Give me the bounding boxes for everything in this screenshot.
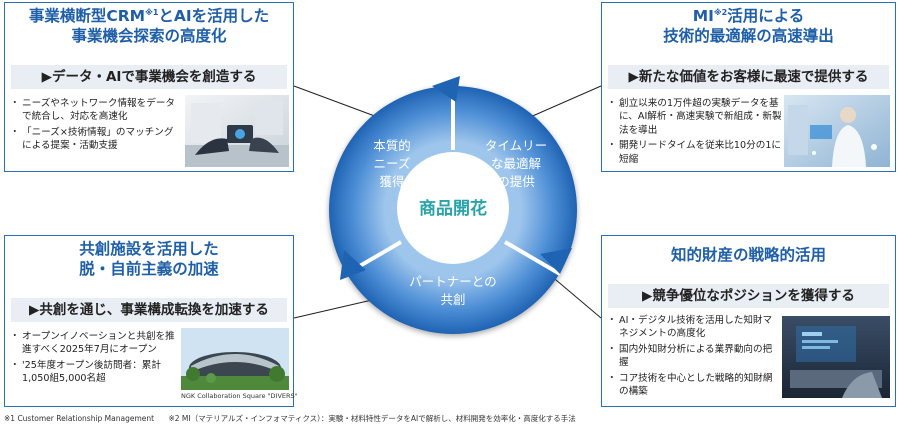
segment-label-right: の提供	[497, 174, 535, 189]
panel-mi: MI※2活用による 技術的最適解の高速導出 ▶新たな価値をお客様に最速で提供する…	[601, 2, 896, 172]
cycle-arrow-icon	[340, 250, 366, 280]
segment-label-left: 本質的	[373, 138, 411, 153]
cycle-arrow-icon	[432, 76, 460, 102]
connector-line	[293, 299, 373, 319]
segment-label-right: タイムリー	[485, 138, 547, 153]
segment-label-left: 獲得	[379, 174, 404, 189]
title-text: 脱・自前主義の加速	[79, 259, 219, 278]
list-item: 創立以来の1万件超の実験データを基に、AI解析・高速実験で新組成・新製法を導出	[607, 97, 782, 137]
subheading: ▶競争優位なポジションを獲得する	[608, 284, 889, 308]
subheading: ▶共創を通じ、事業構成転換を加速する	[11, 298, 287, 322]
title-text: とAIを活用した	[158, 7, 270, 25]
subheading: ▶データ・AIで事業機会を創造する	[11, 65, 287, 89]
title-text: 事業横断型CRM	[28, 7, 146, 25]
lab-researcher-photo	[784, 95, 890, 167]
segment-label-bottom: パートナーとの	[409, 274, 496, 289]
panel-ip-strategy: 知的財産の戦略的活用 ▶競争優位なポジションを獲得する AI・デジタル技術を活用…	[601, 235, 896, 407]
title-text: 共創施設を活用した	[79, 240, 219, 258]
cycle-center	[397, 152, 509, 264]
bullet-list: 創立以来の1万件超の実験データを基に、AI解析・高速実験で新組成・新製法を導出 …	[607, 97, 782, 168]
panel-co-creation: 共創施設を活用した 脱・自前主義の加速 ▶共創を通じ、事業構成転換を加速する オ…	[4, 235, 298, 407]
list-item: '25年度オープン後訪問者：累計1,050組5,000名超	[10, 359, 179, 386]
bullet-list: オープンイノベーションと共創を推進すべく2025年7月にオープン '25年度オー…	[10, 330, 179, 388]
title-text: 事業機会探索の高度化	[71, 26, 227, 45]
list-item: オープンイノベーションと共創を推進すべく2025年7月にオープン	[10, 330, 179, 357]
cycle-center-label: 商品開花	[419, 198, 487, 219]
title-text: 技術的最適解の高速導出	[663, 26, 834, 45]
list-item: 「ニーズ×技術情報」のマッチングによる提案・活動支援	[10, 126, 181, 153]
footnote-mark: ※2	[713, 7, 728, 17]
footnote-mark: ※1	[145, 7, 159, 17]
list-item: 国内外知財分析による業界動向の把握	[607, 343, 778, 370]
title-text: 知的財産の戦略的活用	[670, 246, 826, 264]
list-item: AI・デジタル技術を活用した知財マネジメントの高度化	[607, 314, 778, 341]
panel-title: 知的財産の戦略的活用	[602, 246, 895, 266]
title-text: MI	[692, 7, 714, 25]
list-item: ニーズやネットワーク情報をデータで統合し、対応を高速化	[10, 97, 181, 124]
divers-building-photo	[181, 328, 289, 390]
footnote-1: ※1 Customer Relationship Management	[4, 414, 155, 423]
footnotes: ※1 Customer Relationship Management ※2 M…	[4, 413, 588, 424]
panel-crm-ai: 事業横断型CRM※1とAIを活用した 事業機会探索の高度化 ▶データ・AIで事業…	[4, 2, 294, 172]
list-item: 開発リードタイムを従来比10分の1に短縮	[607, 139, 782, 166]
cycle-arrow-icon	[540, 248, 572, 274]
bullet-list: ニーズやネットワーク情報をデータで統合し、対応を高速化 「ニーズ×技術情報」のマ…	[10, 97, 181, 155]
connector-line	[527, 85, 602, 119]
connector-line	[293, 85, 381, 119]
segment-label-bottom: 共創	[440, 292, 465, 307]
laptop-data-photo	[782, 316, 890, 398]
photo-caption: NGK Collaboration Square "DIVERS"	[181, 392, 298, 400]
panel-title: 事業横断型CRM※1とAIを活用した 事業機会探索の高度化	[5, 7, 293, 47]
title-text: 活用による	[727, 7, 805, 25]
segment-label-right: な最適解	[491, 156, 541, 171]
segment-label-left: ニーズ	[374, 156, 411, 171]
subheading: ▶新たな価値をお客様に最速で提供する	[608, 65, 889, 89]
list-item: コア技術を中心とした戦略的知財網の構築	[607, 372, 778, 399]
footnote-2: ※2 MI（マテリアルズ・インフォマティクス）：実験・材料特性データをAIで解析…	[168, 414, 576, 423]
segment-divider	[503, 240, 562, 276]
bullet-list: AI・デジタル技術を活用した知財マネジメントの高度化 国内外知財分析による業界動…	[607, 314, 778, 400]
panel-title: MI※2活用による 技術的最適解の高速導出	[602, 7, 895, 47]
business-meeting-photo	[185, 95, 289, 167]
panel-title: 共創施設を活用した 脱・自前主義の加速	[5, 240, 293, 280]
